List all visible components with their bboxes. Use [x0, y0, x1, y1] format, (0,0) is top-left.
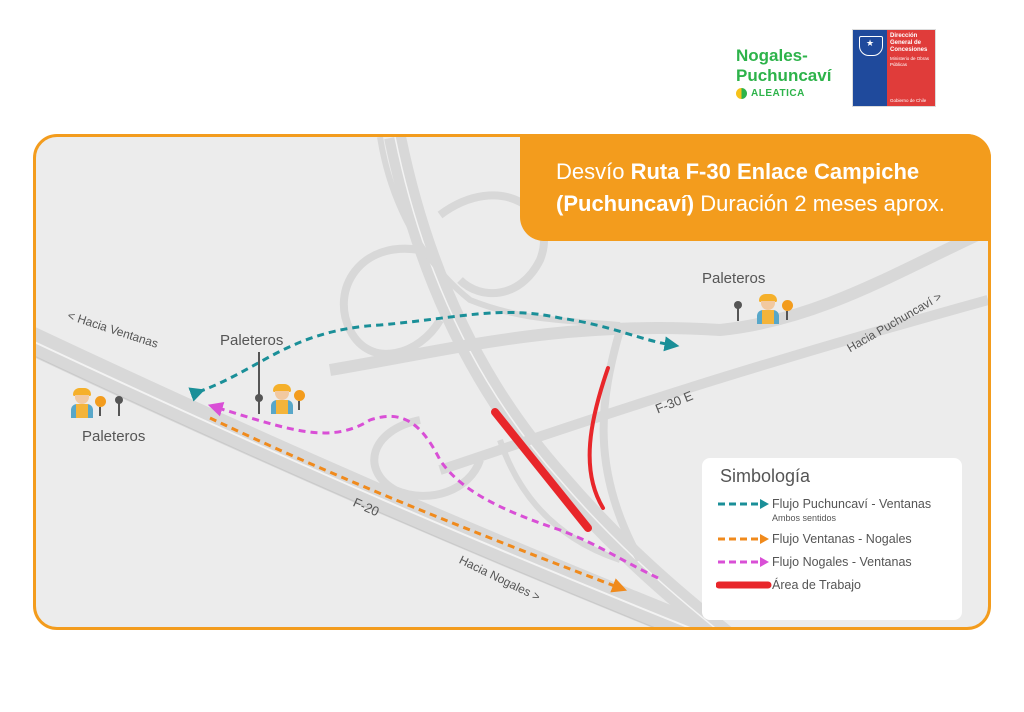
legend-label-red: Área de Trabajo	[772, 578, 861, 592]
legend-item-orange: Flujo Ventanas - Nogales	[716, 532, 948, 546]
coat-of-arms-icon	[859, 36, 883, 56]
brand-sub: ALEATICA	[736, 88, 846, 99]
cloverleaf-loop-ne	[437, 191, 548, 297]
flagger-worker-icon	[70, 388, 94, 418]
flow-nogales-ventanas	[207, 402, 659, 580]
work-area-main	[491, 408, 592, 532]
dashed-arrow-teal-icon	[718, 499, 769, 509]
callout-line	[258, 352, 260, 400]
brand-name-line2: Puchuncaví	[736, 66, 832, 85]
legend-item-teal: Flujo Puchuncaví - Ventanas Ambos sentid…	[716, 497, 948, 523]
go-sign-stick	[786, 311, 788, 320]
label-paleteros-west: Paleteros	[82, 428, 146, 445]
stop-sign-icon	[734, 301, 742, 321]
brand-sub-label: ALEATICA	[751, 88, 805, 99]
legend-label-magenta: Flujo Nogales - Ventanas	[772, 555, 912, 569]
go-sign-stick	[298, 401, 300, 410]
ramp-north	[377, 137, 621, 328]
go-sign-stick	[99, 407, 101, 416]
title-part4: Duración 2 meses aprox.	[694, 191, 945, 216]
concession-logo: Nogales- Puchuncaví ALEATICA	[736, 46, 846, 99]
flagger-worker-icon	[270, 384, 294, 414]
go-sign-icon	[95, 396, 106, 407]
legend-title: Simbología	[720, 466, 811, 486]
stop-sign-icon	[255, 394, 263, 414]
label-paleteros-center: Paleteros	[220, 332, 284, 349]
gov-logo-blue-panel: ★	[853, 30, 887, 106]
stop-sign-icon	[115, 396, 123, 416]
title-part3: (Puchuncaví)	[556, 191, 695, 216]
go-sign-icon	[782, 300, 793, 311]
legend-label-teal: Flujo Puchuncaví - Ventanas	[772, 497, 932, 511]
title-part1: Desvío	[556, 159, 631, 184]
aleatica-dot-icon	[736, 88, 747, 99]
flow-ventanas-nogales	[209, 416, 628, 593]
work-area-bar-icon	[716, 581, 772, 589]
title-part2: Ruta F-30 Enlace Campiche	[630, 159, 920, 184]
gov-line2: Ministerio de Obras Públicas	[890, 56, 930, 67]
go-sign-icon	[294, 390, 305, 401]
flow-puchuncavi-ventanas	[188, 310, 680, 402]
legend-item-red: Área de Trabajo	[716, 578, 948, 592]
dashed-arrow-magenta-icon	[718, 557, 769, 567]
label-paleteros-east: Paleteros	[702, 270, 766, 287]
government-logo: ★ Dirección General de Concesiones Minis…	[852, 29, 936, 107]
legend-item-magenta: Flujo Nogales - Ventanas	[716, 555, 948, 569]
title-banner: Desvío Ruta F-30 Enlace Campiche (Puchun…	[520, 134, 991, 241]
ramp-south	[497, 439, 621, 563]
flagger-worker-icon	[756, 294, 780, 324]
dashed-arrow-orange-icon	[718, 534, 769, 544]
gov-line3: Gobierno de Chile	[890, 98, 927, 103]
gov-line1: Dirección General de Concesiones	[890, 33, 928, 53]
gov-logo-red-panel: Dirección General de Concesiones Ministe…	[887, 30, 935, 106]
star-icon: ★	[866, 39, 875, 49]
legend-label-orange: Flujo Ventanas - Nogales	[772, 532, 912, 546]
brand-name-line1: Nogales-	[736, 46, 808, 65]
work-area-ramp	[587, 366, 610, 510]
legend-sub-teal: Ambos sentidos	[772, 513, 837, 523]
legend-panel: Simbología Flujo Puchuncaví - Ventanas A…	[702, 458, 962, 620]
